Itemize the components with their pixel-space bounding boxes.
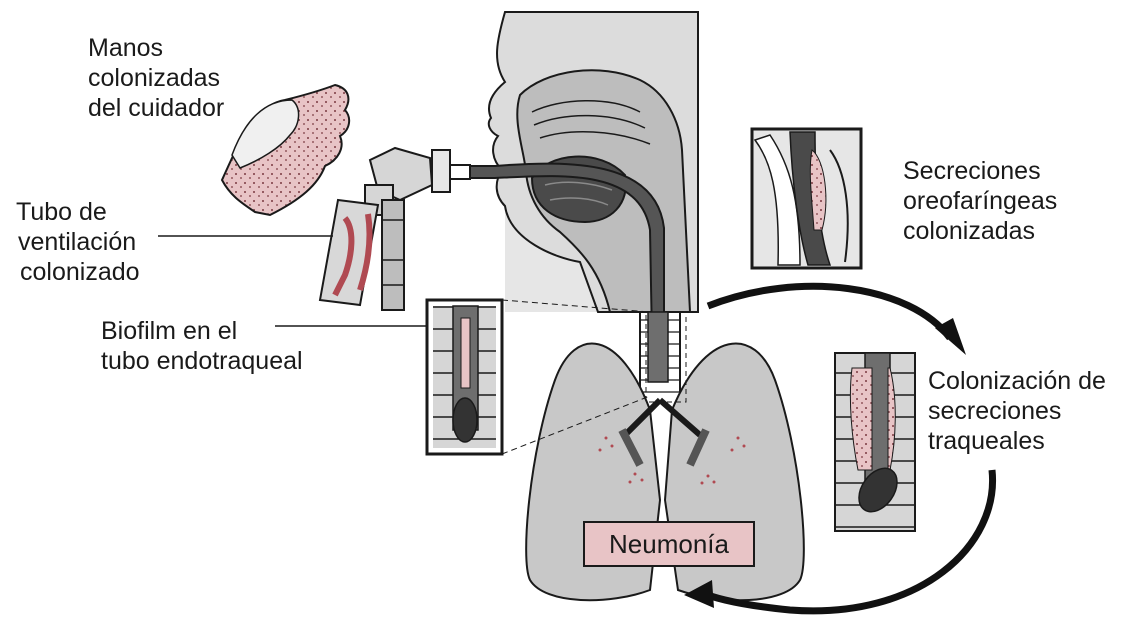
ventilation-tube-label-line: colonizado — [16, 257, 140, 287]
biofilm-label-line: Biofilm en el — [101, 316, 303, 346]
hands-label-line: Manos — [88, 33, 224, 63]
hands-label: Manos colonizadas del cuidador — [88, 33, 224, 123]
tracheal-label: Colonización de secreciones traqueales — [928, 366, 1106, 456]
oropharyngeal-label-line: colonizadas — [903, 216, 1057, 246]
tracheal-label-line: secreciones — [928, 396, 1106, 426]
ventilation-tube-icon — [320, 148, 470, 310]
oropharyngeal-inset-icon — [752, 129, 861, 268]
oropharyngeal-label-line: oreofaríngeas — [903, 186, 1057, 216]
biofilm-label: Biofilm en el tubo endotraqueal — [101, 316, 303, 376]
ventilation-tube-label: Tubo de ventilación colonizado — [16, 197, 140, 287]
hands-label-line: del cuidador — [88, 93, 224, 123]
oropharyngeal-label: Secreciones oreofaríngeas colonizadas — [903, 156, 1057, 246]
trachea-inset-icon — [835, 353, 915, 531]
hands-label-line: colonizadas — [88, 63, 224, 93]
tracheal-label-line: traqueales — [928, 426, 1106, 456]
ventilation-tube-label-line: Tubo de — [16, 197, 140, 227]
hand-icon — [222, 85, 349, 215]
pneumonia-label: Neumonía — [609, 529, 729, 560]
tracheal-label-line: Colonización de — [928, 366, 1106, 396]
biofilm-label-line: tubo endotraqueal — [101, 346, 303, 376]
oropharyngeal-label-line: Secreciones — [903, 156, 1057, 186]
pneumonia-label-box: Neumonía — [583, 521, 755, 567]
ventilation-tube-label-line: ventilación — [16, 227, 140, 257]
